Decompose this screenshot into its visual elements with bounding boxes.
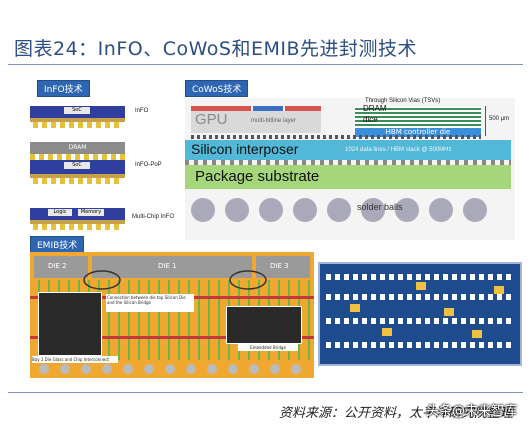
gpu-die: GPU multi-bitline layer	[191, 111, 321, 133]
gpu-label: GPU	[195, 111, 228, 128]
emib-caption-right: Embedded Bridge	[238, 344, 298, 351]
emib-die-3: DIE 3	[256, 256, 310, 278]
info-pop-dram: DRAM	[30, 142, 125, 154]
multichip-info-diagram: Logic Memory	[30, 204, 130, 234]
hbm-controller-label: HBM controller die	[355, 128, 481, 137]
emib-tag: EMIB技术	[30, 236, 85, 253]
source-note: 资料来源：公开资料，太平洋研究院整理	[278, 406, 513, 421]
emib-die-1: DIE 1	[92, 256, 252, 278]
figure-title: 图表24：InFO、CoWoS和EMIB先进封测技术	[14, 38, 417, 60]
dram-label: DRAM	[363, 104, 387, 113]
emib-caption-mid: Connection between die top Silicon Die a…	[106, 294, 194, 312]
info-label: InFO	[135, 108, 149, 114]
emib-cross-section: DIE 2 DIE 1 DIE 3 Connection between die…	[30, 252, 314, 378]
solder-balls	[191, 198, 487, 222]
interposer-label: Silicon interposer	[191, 141, 299, 157]
bottom-rule	[8, 392, 523, 393]
info-pop-chip: SoC	[64, 162, 90, 169]
dice-label: dice	[363, 115, 378, 124]
title-rule	[8, 64, 523, 65]
solder-balls-label: solder balls	[357, 202, 403, 212]
emib-micrograph-left	[38, 292, 102, 356]
dimension-label: 500 µm	[489, 116, 510, 122]
package-substrate: Package substrate	[185, 165, 511, 189]
substrate-label: Package substrate	[195, 168, 320, 185]
emib-die-2: DIE 2	[34, 256, 88, 278]
interposer-note: 1024 data lines / HBM stack @ 500MHz	[345, 147, 452, 153]
emib-layout-mesh	[318, 262, 522, 366]
emib-caption-left: Bay 1 Die Glass and Chip Interconnect	[32, 356, 118, 363]
info-tag: InFO技术	[37, 80, 90, 97]
watermark-text: 头条@未来智库	[425, 404, 517, 419]
cowos-diagram: GPU multi-bitline layer Through Silicon …	[185, 98, 515, 240]
cowos-tag: CoWoS技术	[185, 80, 249, 97]
info-chip: SoC	[64, 107, 90, 114]
info-pop-label: InFO-PoP	[135, 162, 162, 168]
multichip-memory: Memory	[78, 209, 104, 216]
tsv-label: Through Silicon Vias (TSVs)	[365, 98, 441, 104]
emib-micrograph-right	[226, 306, 302, 344]
silicon-interposer: Silicon interposer 1024 data lines / HBM…	[185, 140, 511, 160]
multichip-logic: Logic	[48, 209, 72, 216]
info-pop-diagram: DRAM SoC	[30, 142, 130, 188]
multichip-info-label: Multi-Chip InFO	[132, 214, 175, 220]
gpu-sub-label: multi-bitline layer	[251, 118, 297, 124]
figure-image: InFO技术 SoC InFO DRAM SoC InFO-PoP Logic …	[20, 76, 522, 382]
emib-solder-balls	[39, 364, 301, 374]
emib-bridge-ellipses	[83, 270, 267, 290]
info-diagram: SoC	[30, 100, 130, 132]
